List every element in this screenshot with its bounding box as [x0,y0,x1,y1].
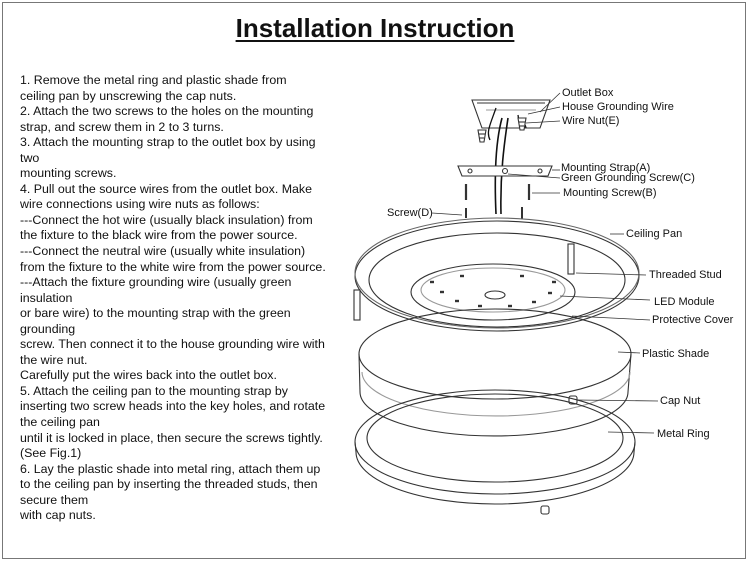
step-line: Carefully put the wires back into the ou… [20,368,277,383]
label-green-grounding-screw: Green Grounding Screw(C) [561,172,695,184]
step-line: wire connections using wire nuts as foll… [20,197,260,212]
step-line: ---Attach the fixture grounding wire (us… [20,275,292,290]
mounting-strap [457,165,553,177]
step-line: or bare wire) to the mounting strap with… [20,306,291,321]
label-outlet-box: Outlet Box [562,87,614,99]
step-line: inserting two screw heads into the key h… [20,399,326,414]
exploded-fixture-diagram: Outlet Box House Grounding Wire Wire Nut… [353,87,734,515]
label-mounting-strap: Mounting Strap(A) [561,162,650,174]
label-plastic-shade: Plastic Shade [642,348,709,360]
ceiling-pan [354,217,640,332]
led-module [410,263,576,321]
label-ceiling-pan: Ceiling Pan [626,228,682,240]
wire-nuts [477,117,527,143]
label-protective-cover: Protective Cover [652,314,734,326]
step-line: strap, and screw them in 2 to 3 turns. [20,119,224,134]
label-cap-nut: Cap Nut [660,395,700,407]
page-title-text: Installation Instruction [235,13,515,43]
step-line: mounting screws. [20,166,117,181]
step-line: to the ceiling pan by inserting the thre… [20,477,318,492]
step-line: the ceiling pan [20,415,100,430]
label-led-module: LED Module [654,296,715,308]
metal-ring [354,389,636,505]
step-line: with cap nuts. [20,508,96,523]
step-line: 6. Lay the plastic shade into metal ring… [20,461,321,476]
label-threaded-stud: Threaded Stud [649,269,722,281]
step-line: 4. Pull out the source wires from the ou… [20,181,313,196]
step-line: two [20,150,40,165]
label-metal-ring: Metal Ring [657,428,710,440]
page-title: Installation Instruction [0,13,750,44]
step-line: secure them [20,492,89,507]
step-line: ---Connect the neutral wire (usually whi… [20,244,306,259]
step-line: from the fixture to the white wire from … [20,259,326,274]
instruction-steps: 1. Remove the metal ring and plastic sha… [20,73,340,524]
step-line: the wire nut. [20,352,88,367]
label-wire-nut: Wire Nut(E) [562,115,619,127]
step-line: grounding [20,321,76,336]
outlet-box [471,99,551,129]
cap-nuts [540,395,578,515]
step-line: screw. Then connect it to the house grou… [20,337,325,352]
mounting-screws [464,184,531,219]
step-line: until it is locked in place, then secure… [20,430,323,445]
plastic-shade [358,308,632,437]
threaded-studs [353,243,575,321]
step-line: 3. Attach the mounting strap to the outl… [20,135,316,150]
label-mounting-screw: Mounting Screw(B) [563,187,657,199]
step-line: ---Connect the hot wire (usually black i… [20,212,313,227]
step-line: 5. Attach the ceiling pan to the mountin… [20,383,288,398]
step-line: insulation [20,290,73,305]
label-house-grounding-wire: House Grounding Wire [562,101,674,113]
leader-lines [431,92,659,434]
step-line: ceiling pan by unscrewing the cap nuts. [20,88,237,103]
label-screw-d: Screw(D) [387,207,433,219]
step-line: (See Fig.1) [20,446,82,461]
step-line: 2. Attach the two screws to the holes on… [20,104,314,119]
step-line: the fixture to the black wire from the p… [20,228,298,243]
step-line: 1. Remove the metal ring and plastic sha… [20,73,287,87]
